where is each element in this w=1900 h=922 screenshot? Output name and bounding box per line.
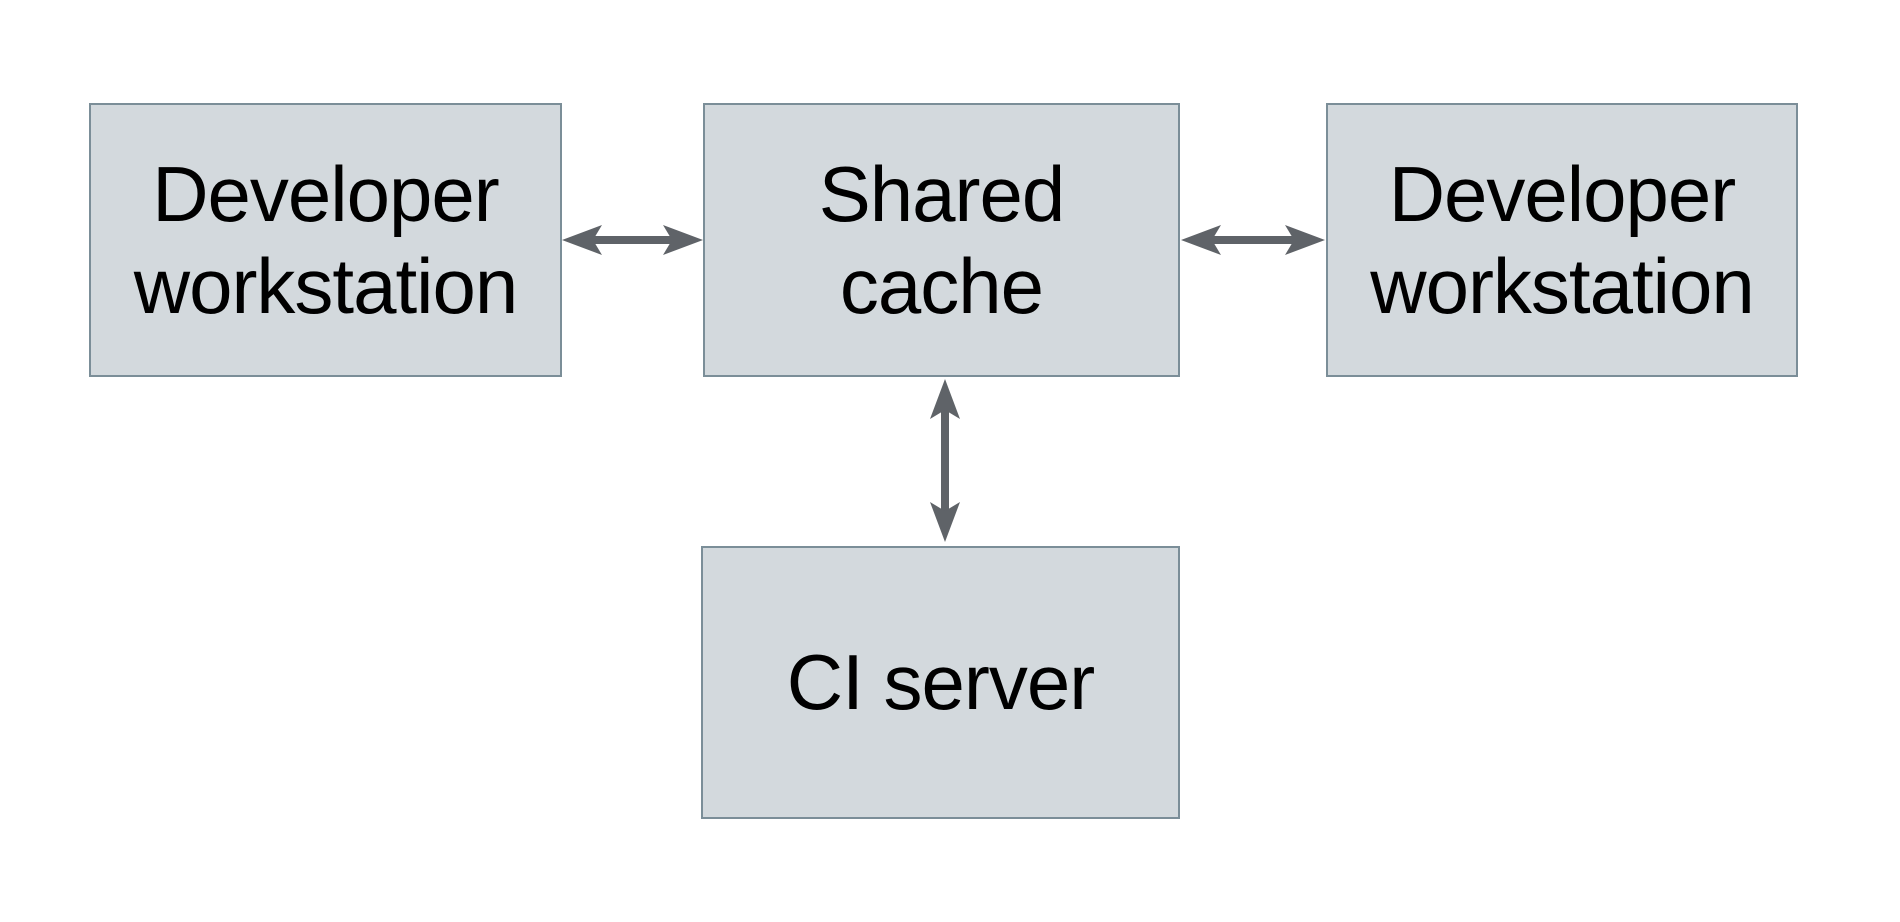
node-label: CI server bbox=[786, 638, 1095, 727]
node-label: Developer workstation bbox=[1370, 149, 1754, 330]
bidirectional-arrow-cache-devright-icon bbox=[1181, 225, 1325, 255]
bidirectional-arrow-cache-ciserver-icon bbox=[930, 379, 960, 542]
node-developer-workstation-left: Developer workstation bbox=[89, 103, 562, 377]
node-developer-workstation-right: Developer workstation bbox=[1326, 103, 1798, 377]
node-ci-server: CI server bbox=[701, 546, 1180, 819]
node-shared-cache: Shared cache bbox=[703, 103, 1180, 377]
node-label: Shared cache bbox=[818, 149, 1066, 330]
bidirectional-arrow-devleft-cache-icon bbox=[562, 225, 703, 255]
node-label: Developer workstation bbox=[133, 149, 518, 330]
